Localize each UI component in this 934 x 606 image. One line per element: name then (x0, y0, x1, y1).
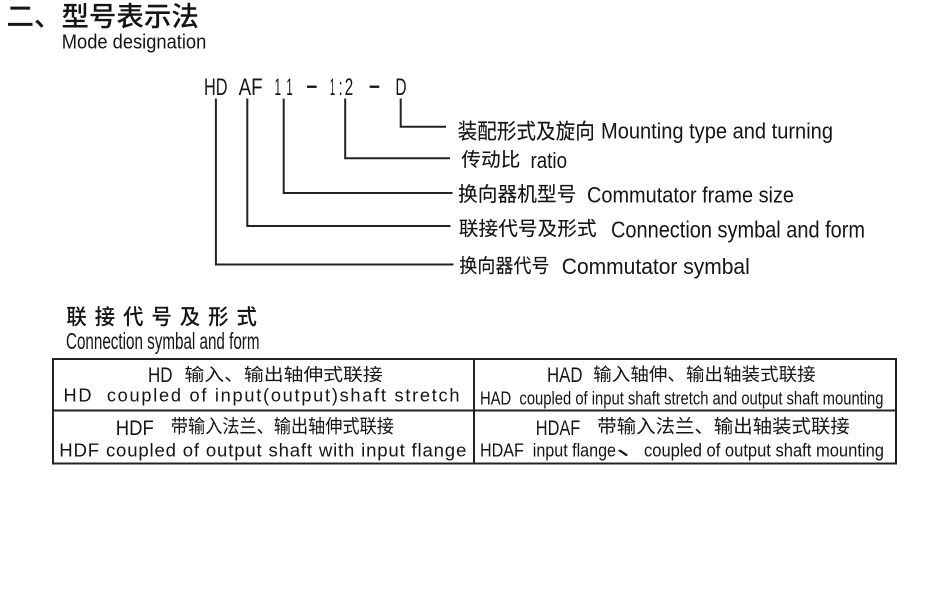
svg-text:D: D (395, 74, 406, 101)
svg-text::: : (339, 74, 343, 101)
svg-text:Commutator symbal: Commutator symbal (562, 254, 750, 279)
svg-text:1: 1 (286, 74, 293, 101)
svg-text:HDF: HDF (116, 417, 154, 440)
svg-text:Connection symbal and form: Connection symbal and form (611, 216, 865, 242)
svg-text:HD: HD (148, 364, 173, 387)
svg-text:HAD: HAD (547, 364, 583, 387)
svg-text:ratio: ratio (531, 148, 568, 173)
svg-text:HAD coupled of input shaft st: HAD coupled of input shaft stretch and o… (480, 387, 884, 408)
svg-text:AF: AF (239, 74, 263, 101)
svg-text:coupled of output shaft mounti: coupled of output shaft mounting (644, 440, 884, 461)
svg-text:Connection symbal and form: Connection symbal and form (66, 328, 260, 354)
svg-text:1: 1 (275, 74, 282, 101)
svg-text:HDAF input flange: HDAF input flange (480, 440, 616, 461)
svg-text:Mode designation: Mode designation (62, 31, 207, 54)
svg-text:HDF coupled of output shaft wi: HDF coupled of output shaft with input f… (59, 440, 466, 461)
svg-text:HD: HD (204, 74, 228, 101)
svg-text:HDAF: HDAF (536, 417, 581, 440)
svg-text:Mounting type and turning: Mounting type and turning (601, 118, 833, 143)
svg-text:HD coupled of input(output)sh: HD coupled of input(output)shaft stretch (64, 386, 460, 406)
svg-text:Commutator frame size: Commutator frame size (587, 182, 794, 207)
svg-text:1: 1 (330, 74, 335, 101)
svg-text:2: 2 (345, 74, 353, 101)
